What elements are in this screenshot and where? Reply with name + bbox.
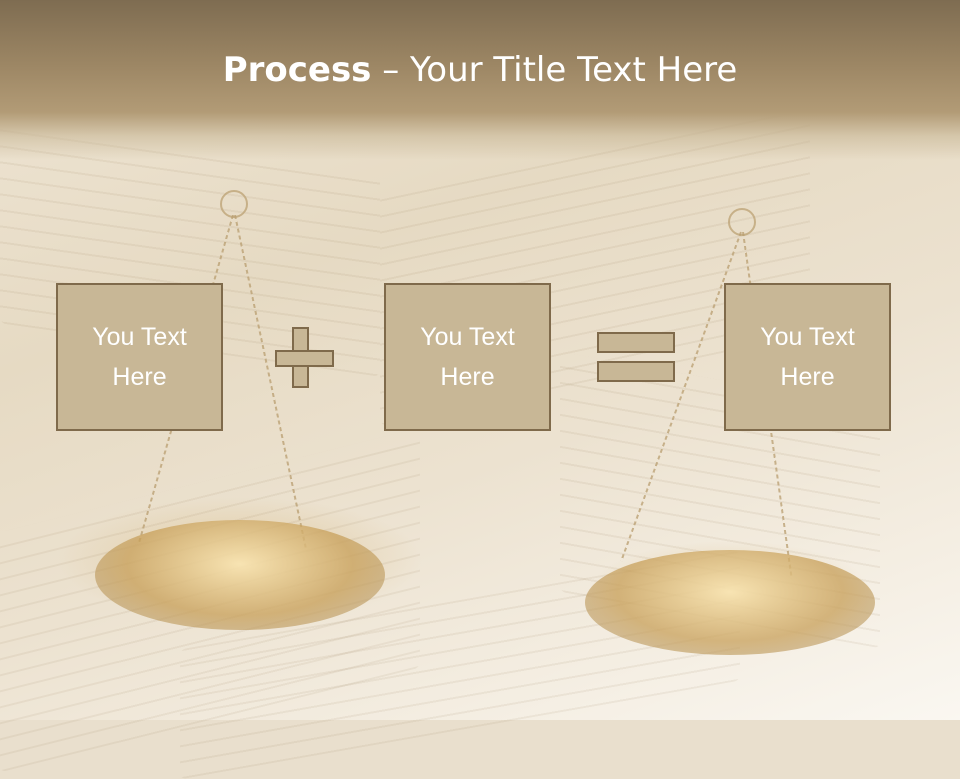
scale-ring-left — [220, 190, 248, 218]
title-bar — [0, 0, 960, 160]
scale-ring-right — [728, 208, 756, 236]
slide-title: Process – Your Title Text Here — [0, 50, 960, 90]
title-bold: Process — [222, 50, 372, 90]
scale-pan-left — [95, 520, 385, 630]
process-box-3[interactable]: You Text Here — [724, 283, 891, 431]
process-box-2[interactable]: You Text Here — [384, 283, 551, 431]
title-rest: – Your Title Text Here — [371, 50, 738, 90]
process-box-1[interactable]: You Text Here — [56, 283, 223, 431]
scale-pan-right — [585, 550, 875, 655]
